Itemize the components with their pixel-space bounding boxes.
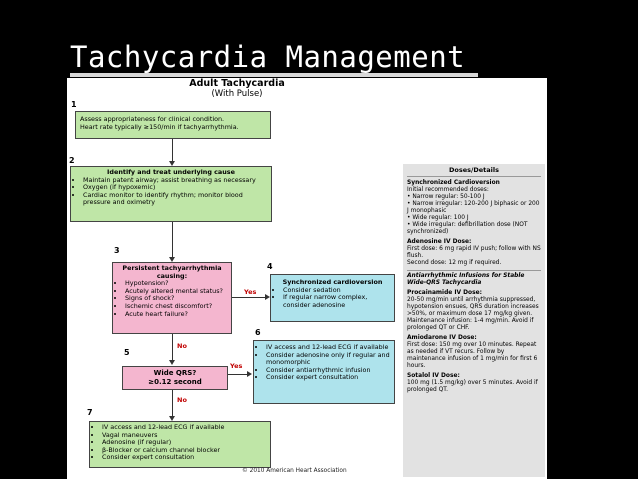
procainamide-text: 20-50 mg/min until arrhythmia suppressed… bbox=[407, 297, 539, 331]
step-7-item: Vagal maneuvers bbox=[102, 431, 266, 440]
chart-title: Adult Tachycardia bbox=[189, 78, 285, 89]
step-3-box: Persistent tachyarrhythmia causing: Hypo… bbox=[112, 262, 232, 334]
step-5-line: Wide QRS? bbox=[153, 369, 197, 377]
step-2-heading: Identify and treat underlying cause bbox=[107, 168, 235, 176]
step-7-box: IV access and 12-lead ECG if available V… bbox=[89, 421, 271, 468]
antiarrhythmic-title: Antiarrhythmic Infusions for Stable Wide… bbox=[407, 270, 541, 287]
step-3-heading: Persistent tachyarrhythmia causing: bbox=[122, 264, 222, 280]
step-2-item: Cardiac monitor to identify rhythm; moni… bbox=[83, 191, 267, 207]
step-7-item: β-Blocker or calcium channel blocker bbox=[102, 446, 266, 455]
step-2-box: Identify and treat underlying cause Main… bbox=[70, 166, 272, 222]
no-label: No bbox=[177, 396, 187, 404]
step-6-box: IV access and 12-lead ECG if available C… bbox=[253, 340, 395, 404]
sync-item: • Narrow regular: 50-100 J bbox=[407, 194, 485, 200]
step-number-3: 3 bbox=[114, 246, 120, 255]
amiodarone-text: First dose: 150 mg over 10 minutes. Repe… bbox=[407, 342, 538, 369]
procainamide-title: Procainamide IV Dose: bbox=[407, 290, 482, 296]
arrow-down-icon bbox=[169, 257, 175, 262]
step-7-item: Consider expert consultation bbox=[102, 454, 266, 462]
step-3-item: Ischemic chest discomfort? bbox=[125, 302, 227, 311]
step-3-item: Signs of shock? bbox=[125, 295, 227, 303]
step-3-item: Acute heart failure? bbox=[125, 310, 227, 319]
connector-5-6 bbox=[228, 374, 247, 375]
connector-5-7 bbox=[172, 390, 173, 416]
amiodarone-title: Amiodarone IV Dose: bbox=[407, 335, 477, 341]
step-1-line: Assess appropriateness for clinical cond… bbox=[80, 115, 225, 123]
step-number-5: 5 bbox=[124, 348, 130, 357]
step-5-box: Wide QRS? ≥0.12 second bbox=[122, 366, 228, 390]
step-7-item: Adenosine (if regular) bbox=[102, 439, 266, 447]
arrow-down-icon bbox=[169, 416, 175, 421]
sync-item: • Wide irregular: defibrillation dose (N… bbox=[407, 222, 528, 235]
sotalol-title: Sotalol IV Dose: bbox=[407, 373, 460, 379]
slide-title: Tachycardia Management bbox=[70, 40, 466, 74]
step-4-box: Synchronized cardioversion Consider seda… bbox=[270, 274, 395, 322]
arrow-right-icon bbox=[265, 294, 270, 300]
step-number-7: 7 bbox=[87, 408, 93, 417]
yes-label: Yes bbox=[244, 288, 257, 296]
step-number-1: 1 bbox=[71, 100, 77, 109]
step-6-item: Consider adenosine only if regular and m… bbox=[266, 351, 390, 367]
title-underline bbox=[70, 73, 478, 77]
yes-label: Yes bbox=[230, 362, 243, 370]
step-3-item: Hypotension? bbox=[125, 280, 227, 288]
step-3-item: Acutely altered mental status? bbox=[125, 287, 227, 296]
arrow-down-icon bbox=[169, 161, 175, 166]
step-6-item: Consider expert consultation bbox=[266, 374, 390, 382]
doses-heading: Doses/Details bbox=[407, 167, 541, 177]
algorithm-panel: Adult Tachycardia (With Pulse) 1 Assess … bbox=[67, 78, 547, 479]
sync-item: • Wide regular: 100 J bbox=[407, 215, 469, 221]
adenosine-text: First dose: 6 mg rapid IV push; follow w… bbox=[407, 246, 541, 266]
step-4-heading: Synchronized cardioversion bbox=[282, 278, 383, 286]
step-number-2: 2 bbox=[69, 156, 75, 165]
step-2-item: Maintain patent airway; assist breathing… bbox=[83, 176, 267, 185]
connector-1-2 bbox=[172, 139, 173, 161]
step-2-item: Oxygen (if hypoxemic) bbox=[83, 184, 267, 192]
step-5-line: ≥0.12 second bbox=[148, 378, 202, 386]
connector-3-5 bbox=[172, 334, 173, 360]
no-label: No bbox=[177, 342, 187, 350]
step-1-line: Heart rate typically ≥150/min if tachyar… bbox=[80, 122, 239, 131]
sync-intro: Initial recommended doses: bbox=[407, 187, 489, 193]
step-4-item: Consider sedation bbox=[283, 286, 390, 295]
step-4-item: If regular narrow complex, consider aden… bbox=[283, 293, 390, 309]
step-7-item: IV access and 12-lead ECG if available bbox=[102, 423, 266, 432]
copyright-notice: © 2010 American Heart Association bbox=[242, 468, 347, 474]
step-6-item: Consider antiarrhythmic infusion bbox=[266, 366, 390, 375]
connector-3-4 bbox=[232, 297, 265, 298]
step-number-4: 4 bbox=[267, 262, 273, 271]
step-1-box: Assess appropriateness for clinical cond… bbox=[75, 111, 271, 139]
step-number-6: 6 bbox=[255, 328, 261, 337]
sync-item: • Narrow irregular: 120-200 J biphasic o… bbox=[407, 201, 540, 214]
chart-subtitle: (With Pulse) bbox=[211, 89, 263, 99]
doses-details-panel: Doses/Details Synchronized Cardioversion… bbox=[403, 164, 545, 477]
step-6-item: IV access and 12-lead ECG if available bbox=[266, 343, 390, 352]
arrow-down-icon bbox=[169, 360, 175, 365]
connector-2-3 bbox=[172, 222, 173, 257]
sync-cardioversion-title: Synchronized Cardioversion bbox=[407, 180, 500, 186]
adenosine-title: Adenosine IV Dose: bbox=[407, 239, 472, 245]
sotalol-text: 100 mg (1.5 mg/kg) over 5 minutes. Avoid… bbox=[407, 380, 538, 393]
arrow-right-icon bbox=[247, 371, 252, 377]
